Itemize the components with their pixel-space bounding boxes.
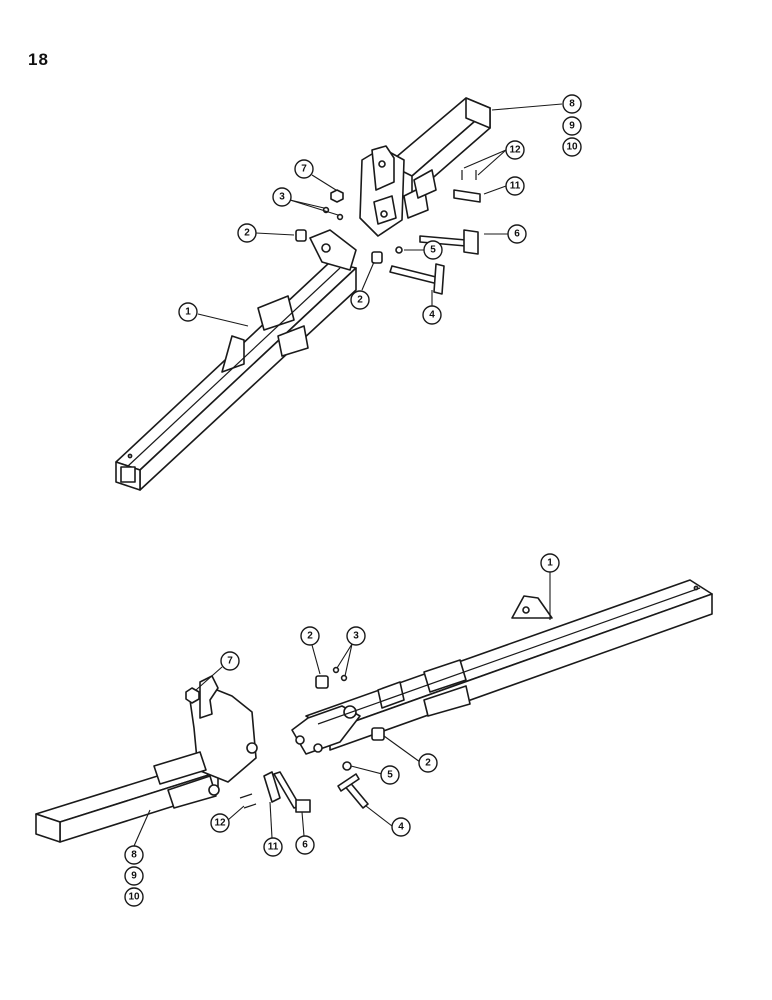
svg-text:1: 1 xyxy=(547,558,553,569)
callout-layer: 8 9 10 12 11 7 3 6 2 5 2 1 4 1 2 3 7 2 5… xyxy=(124,94,582,907)
callout-3: 3 xyxy=(272,187,292,207)
callout-6: 6 xyxy=(507,224,527,244)
callout-4: 4 xyxy=(422,305,442,325)
callout-12: 12 xyxy=(505,140,525,160)
svg-text:5: 5 xyxy=(430,245,436,256)
svg-text:4: 4 xyxy=(429,310,435,321)
lower-hardware xyxy=(185,666,385,813)
callout-5: 5 xyxy=(380,765,400,785)
svg-text:3: 3 xyxy=(279,192,285,203)
svg-text:3: 3 xyxy=(353,631,359,642)
svg-text:2: 2 xyxy=(357,295,363,306)
upper-hitch-tube xyxy=(359,97,491,237)
svg-text:6: 6 xyxy=(514,229,520,240)
callout-7: 7 xyxy=(294,159,314,179)
svg-text:9: 9 xyxy=(569,121,575,132)
svg-text:1: 1 xyxy=(185,307,191,318)
svg-text:5: 5 xyxy=(387,770,393,781)
svg-text:2: 2 xyxy=(425,758,431,769)
svg-text:8: 8 xyxy=(569,99,575,110)
callout-1: 1 xyxy=(540,553,560,573)
callout-8: 8 xyxy=(562,94,582,114)
callout-6: 6 xyxy=(295,835,315,855)
svg-text:12: 12 xyxy=(509,145,521,156)
upper-assembly xyxy=(115,97,563,491)
callout-2: 2 xyxy=(300,626,320,646)
upper-main-tube xyxy=(115,229,357,491)
callout-10: 10 xyxy=(124,887,144,907)
callout-4: 4 xyxy=(391,817,411,837)
callout-11: 11 xyxy=(263,837,283,857)
callout-2: 2 xyxy=(237,223,257,243)
callout-11: 11 xyxy=(505,176,525,196)
svg-text:2: 2 xyxy=(307,631,313,642)
svg-text:7: 7 xyxy=(301,164,307,175)
callout-9: 9 xyxy=(124,866,144,886)
svg-text:12: 12 xyxy=(214,818,226,829)
svg-text:11: 11 xyxy=(510,181,521,192)
svg-text:7: 7 xyxy=(227,656,233,667)
callout-1: 1 xyxy=(178,302,198,322)
svg-text:11: 11 xyxy=(268,842,279,853)
lower-hitch-tube xyxy=(35,675,258,843)
callout-2: 2 xyxy=(350,290,370,310)
upper-leaders xyxy=(197,103,563,327)
callout-2: 2 xyxy=(418,753,438,773)
lower-main-tube xyxy=(291,579,713,755)
lower-leaders xyxy=(133,572,551,847)
svg-text:6: 6 xyxy=(302,840,308,851)
callout-3: 3 xyxy=(346,626,366,646)
callout-8: 8 xyxy=(124,845,144,865)
callout-12: 12 xyxy=(210,813,230,833)
lower-assembly xyxy=(35,572,713,847)
svg-text:8: 8 xyxy=(131,850,137,861)
callout-7: 7 xyxy=(220,651,240,671)
svg-text:10: 10 xyxy=(128,892,140,903)
upper-hardware xyxy=(295,170,481,295)
svg-text:4: 4 xyxy=(398,822,404,833)
page-number: 18 xyxy=(28,50,49,69)
svg-text:9: 9 xyxy=(131,871,137,882)
callout-5: 5 xyxy=(423,240,443,260)
svg-text:10: 10 xyxy=(566,142,578,153)
callout-10: 10 xyxy=(562,137,582,157)
svg-text:2: 2 xyxy=(244,228,250,239)
callout-9: 9 xyxy=(562,116,582,136)
